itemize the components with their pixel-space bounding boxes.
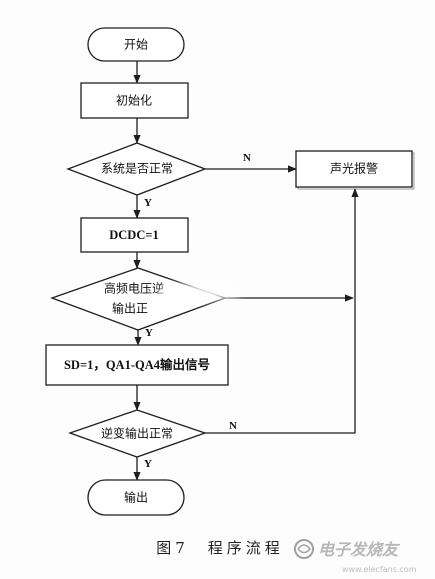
watermark-smudge [158, 283, 242, 301]
init-label: 初始化 [116, 94, 152, 108]
dcdc-box [80, 217, 189, 253]
output-terminal [87, 479, 185, 516]
edge-label-inverter-yes: Y [144, 458, 152, 470]
edge-label-system-no: N [243, 152, 251, 164]
watermark-logo: 电子发烧友 www.elecfans.com [294, 539, 417, 574]
edge-label-hf-yes: Y [145, 327, 153, 339]
sd-signal-box [45, 344, 229, 386]
output-label: 输出 [124, 490, 148, 505]
start-terminal [87, 27, 185, 62]
logo-circle-icon [294, 539, 314, 559]
check-hf-label-line1: 高频电压逆 [104, 281, 164, 296]
alarm-box [295, 150, 413, 188]
logo-swirl-icon [297, 544, 311, 554]
check-inverter-label: 逆变输出正常 [101, 426, 173, 441]
watermark-name: 电子发烧友 [318, 540, 401, 559]
sd-signal-label: SD=1，QA1-QA4输出信号 [64, 357, 210, 372]
watermark-url: www.elecfans.com [342, 565, 417, 574]
arrow-check-inverter-no-to-alarm [205, 188, 359, 434]
dcdc-label: DCDC=1 [109, 228, 158, 242]
init-box [80, 82, 189, 119]
edge-label-inverter-no: N [229, 420, 237, 432]
start-label: 开始 [124, 38, 148, 52]
alarm-label: 声光报警 [330, 161, 378, 176]
check-hf-label-line2: 输出正 [112, 301, 148, 316]
figure-caption: 图7 程序流程 [156, 539, 284, 557]
check-system-label: 系统是否正常 [101, 162, 173, 176]
edge-label-system-yes: Y [144, 197, 152, 209]
